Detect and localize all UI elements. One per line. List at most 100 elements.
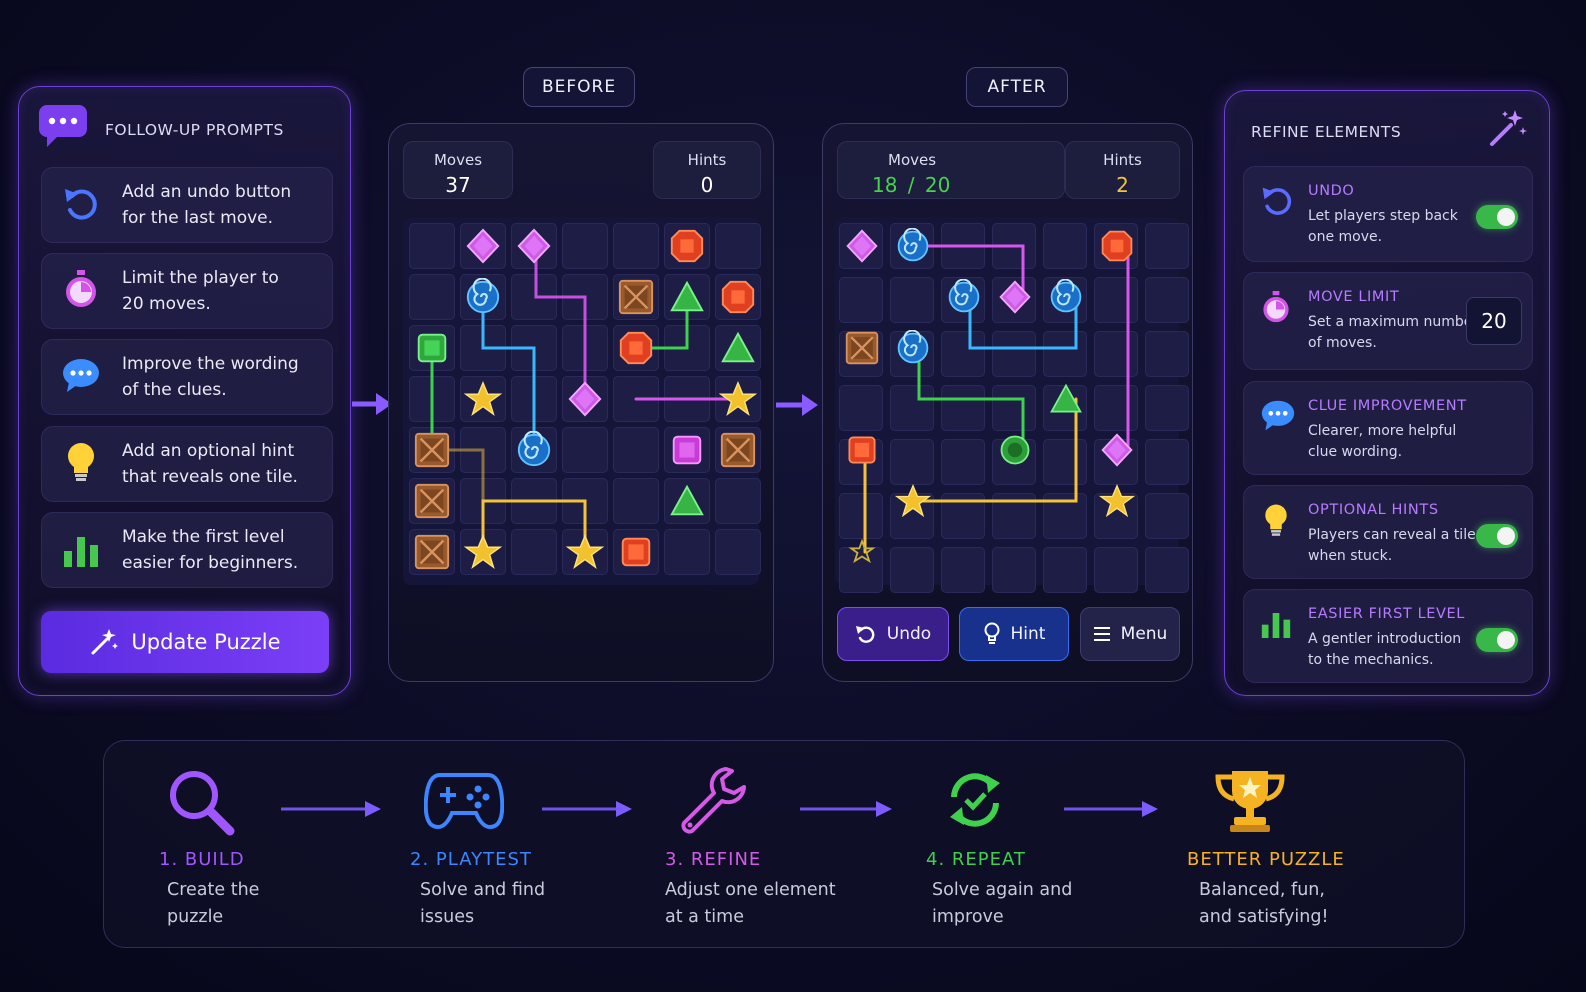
board-cell[interactable] <box>409 274 455 320</box>
square-gem-tile[interactable] <box>672 435 702 465</box>
diamond-gem-tile[interactable] <box>999 280 1031 314</box>
refine-card-clue-improvement[interactable]: CLUE IMPROVEMENT Clearer, more helpful c… <box>1243 381 1533 475</box>
board-cell[interactable] <box>664 478 710 524</box>
emerald-gem-tile[interactable] <box>417 333 447 363</box>
board-cell[interactable] <box>1145 439 1189 485</box>
board-cell[interactable] <box>613 427 659 473</box>
triangle-gem-tile[interactable] <box>670 485 704 516</box>
diamond-gem-tile[interactable] <box>846 229 878 263</box>
diamond-gem-tile[interactable] <box>568 381 602 417</box>
hints-toggle[interactable] <box>1476 524 1518 548</box>
refine-card-undo[interactable]: UNDO Let players step back one move. <box>1243 166 1533 262</box>
diamond-gem-tile[interactable] <box>517 228 551 264</box>
triangle-gem-tile[interactable] <box>670 281 704 312</box>
crate-tile[interactable] <box>414 483 450 519</box>
swirl-gem-tile[interactable] <box>897 330 929 364</box>
star-tile[interactable] <box>896 485 930 517</box>
board-cell[interactable] <box>409 223 455 269</box>
prompt-card[interactable]: Add an undo button for the last move. <box>41 167 333 243</box>
board-cell[interactable] <box>890 439 934 485</box>
easier-level-toggle[interactable] <box>1476 628 1518 652</box>
move-limit-input[interactable]: 20 <box>1466 297 1522 345</box>
undo-toggle[interactable] <box>1476 205 1518 229</box>
star-outline-tile[interactable] <box>850 540 874 562</box>
board-cell[interactable] <box>613 223 659 269</box>
ruby-gem-tile[interactable] <box>1101 230 1133 262</box>
prompt-card[interactable]: Make the first level easier for beginner… <box>41 512 333 588</box>
board-cell[interactable] <box>839 385 883 431</box>
hint-button[interactable]: Hint <box>959 607 1069 661</box>
diamond-gem-tile[interactable] <box>466 228 500 264</box>
board-cell[interactable] <box>941 439 985 485</box>
board-cell[interactable] <box>1094 385 1138 431</box>
board-cell[interactable] <box>1145 223 1189 269</box>
swirl-gem-tile[interactable] <box>948 279 980 313</box>
star-tile[interactable] <box>465 535 501 568</box>
board-cell[interactable] <box>1145 331 1189 377</box>
ruby-gem-tile[interactable] <box>670 229 704 263</box>
board-cell[interactable] <box>941 331 985 377</box>
board-cell[interactable] <box>562 427 608 473</box>
star-tile[interactable] <box>465 382 501 415</box>
crate-tile[interactable] <box>845 331 879 365</box>
board-cell[interactable] <box>613 478 659 524</box>
board-cell[interactable] <box>1094 547 1138 593</box>
board-cell[interactable] <box>562 223 608 269</box>
undo-button[interactable]: Undo <box>837 607 949 661</box>
crate-tile[interactable] <box>720 432 756 468</box>
ruby-gem-tile[interactable] <box>619 331 653 365</box>
star-tile[interactable] <box>720 382 756 415</box>
board-cell[interactable] <box>715 223 761 269</box>
board-cell[interactable] <box>1043 331 1087 377</box>
board-cell[interactable] <box>1145 493 1189 539</box>
swirl-gem-tile[interactable] <box>1050 279 1082 313</box>
board-cell[interactable] <box>1145 385 1189 431</box>
triangle-gem-tile[interactable] <box>1050 384 1082 413</box>
board-cell[interactable] <box>715 529 761 575</box>
swirl-gem-tile[interactable] <box>897 228 929 262</box>
crate-tile[interactable] <box>414 534 450 570</box>
board-cell[interactable] <box>890 385 934 431</box>
board-cell[interactable] <box>1094 277 1138 323</box>
refine-card-move-limit[interactable]: MOVE LIMIT Set a maximum number of moves… <box>1243 272 1533 370</box>
crate-tile[interactable] <box>414 432 450 468</box>
board-cell[interactable] <box>992 331 1036 377</box>
refine-card-optional-hints[interactable]: OPTIONAL HINTS Players can reveal a tile… <box>1243 485 1533 579</box>
prompt-card[interactable]: Add an optional hint that reveals one ti… <box>41 426 333 502</box>
crate-tile[interactable] <box>618 279 654 315</box>
star-tile[interactable] <box>567 535 603 568</box>
menu-button[interactable]: Menu <box>1080 607 1180 661</box>
prompt-card[interactable]: Limit the player to 20 moves. <box>41 253 333 329</box>
board-cell[interactable] <box>1094 331 1138 377</box>
red-square-tile[interactable] <box>848 436 876 464</box>
board-cell[interactable] <box>1145 547 1189 593</box>
update-puzzle-button[interactable]: Update Puzzle <box>41 611 329 673</box>
board-cell[interactable] <box>1043 439 1087 485</box>
board-cell[interactable] <box>941 547 985 593</box>
swirl-gem-tile[interactable] <box>466 278 500 314</box>
board-cell[interactable] <box>511 529 557 575</box>
puzzle-board[interactable] <box>403 217 761 585</box>
board-cell[interactable] <box>992 385 1036 431</box>
board-cell[interactable] <box>1145 277 1189 323</box>
refine-card-easier-first-level[interactable]: EASIER FIRST LEVEL A gentler introductio… <box>1243 589 1533 683</box>
diamond-gem-tile[interactable] <box>1101 433 1133 467</box>
board-cell[interactable] <box>664 529 710 575</box>
board-cell[interactable] <box>839 493 883 539</box>
ruby-gem-tile[interactable] <box>721 280 755 314</box>
puzzle-board[interactable] <box>835 217 1189 593</box>
ring-gem-tile[interactable] <box>1000 435 1030 465</box>
prompt-card[interactable]: Improve the wording of the clues. <box>41 339 333 415</box>
red-square-tile[interactable] <box>621 537 651 567</box>
board-cell[interactable] <box>890 547 934 593</box>
board-cell[interactable] <box>941 385 985 431</box>
board-cell[interactable] <box>839 547 883 593</box>
board-cell[interactable] <box>839 277 883 323</box>
board-cell[interactable] <box>992 547 1036 593</box>
board-cell[interactable] <box>1043 223 1087 269</box>
board-cell[interactable] <box>890 277 934 323</box>
board-cell[interactable] <box>1043 547 1087 593</box>
triangle-gem-tile[interactable] <box>721 332 755 363</box>
swirl-gem-tile[interactable] <box>517 431 551 467</box>
star-tile[interactable] <box>1100 485 1134 517</box>
